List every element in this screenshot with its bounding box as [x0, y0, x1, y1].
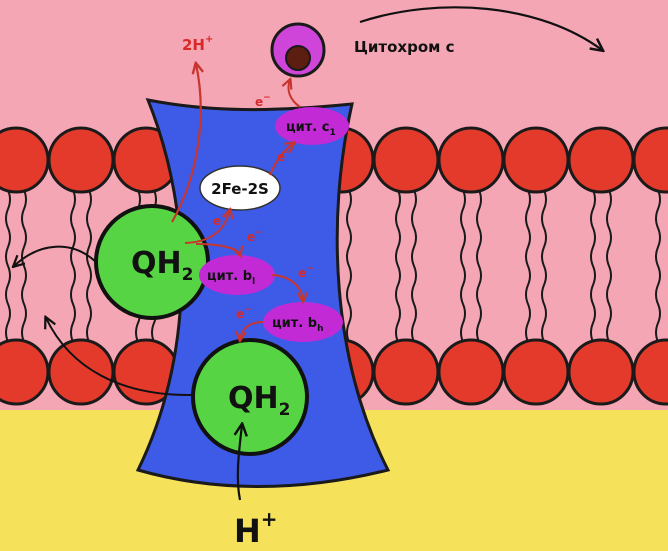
lipid-tail: [525, 189, 531, 343]
cytochrome-c: [270, 22, 326, 78]
electron-arrows: [184, 80, 303, 340]
lipid-head: [632, 126, 668, 194]
lipid-tail: [541, 189, 547, 343]
lipid-tail: [460, 189, 466, 343]
proton-release-arrow: [171, 64, 201, 223]
lipid-head: [47, 338, 115, 406]
proton-in-label: H+: [234, 507, 278, 550]
electron-arrow-c1-to-cytc: [288, 80, 301, 108]
svg-text:2Fe-2S: 2Fe-2S: [211, 180, 269, 198]
electron-arrow-qh2-to-fes: [184, 210, 230, 244]
lipid-tail: [476, 189, 482, 343]
lipid-head: [632, 338, 668, 406]
lipid-head: [0, 126, 50, 194]
svg-text:e−: e−: [255, 93, 271, 109]
qh2-lower: QH2: [191, 338, 309, 456]
electron-arrow-fes-to-c1: [269, 143, 294, 176]
svg-text:e−: e−: [236, 305, 252, 321]
lipid-head: [502, 338, 570, 406]
lipid-head: [567, 338, 635, 406]
lipid-head: [0, 338, 50, 406]
lipid-head: [372, 338, 440, 406]
lipid-head: [372, 126, 440, 194]
lipid-head: [437, 338, 505, 406]
lipid-head: [47, 126, 115, 194]
cytochrome-c1: цит. с1: [275, 107, 349, 145]
svg-text:e−: e−: [277, 148, 293, 164]
svg-text:QH2: QH2: [228, 381, 290, 420]
svg-text:QH2: QH2: [131, 246, 193, 285]
lipid-tail: [655, 189, 661, 343]
svg-text:e−: e−: [247, 228, 263, 244]
electron-arrow-qh2-to-bl: [195, 243, 240, 255]
electron-labels: e− e− e− e− e− e−: [213, 93, 314, 321]
lipid-tail: [395, 189, 401, 343]
cytochrome-bl: цит. bl: [199, 255, 275, 295]
cytochrome-c-label: Цитохром с: [354, 38, 455, 56]
electron-arrow-bh-to-qlower: [240, 321, 264, 340]
svg-text:e−: e−: [213, 212, 229, 228]
lipid-head: [502, 126, 570, 194]
lipid-head: [567, 126, 635, 194]
proton-uptake-arrow: [238, 425, 242, 501]
cytochrome-c-exit-arrow: [359, 6, 602, 50]
qh2-upper: QH2: [94, 204, 210, 320]
electron-arrow-bl-to-bh: [271, 274, 303, 301]
lipid-tail: [5, 189, 11, 343]
lipid-tail: [70, 189, 76, 343]
quinone-exit-arrow-upper: [14, 245, 97, 266]
svg-text:цит. с1: цит. с1: [286, 120, 336, 138]
cytochrome-bh: цит. bh: [263, 302, 343, 342]
lipid-tail: [86, 189, 92, 343]
quinone-exit-arrow-lower: [46, 318, 194, 397]
svg-text:цит. bl: цит. bl: [207, 269, 255, 287]
svg-text:e−: e−: [298, 264, 314, 280]
proton-out-label: 2H+: [182, 34, 213, 54]
iron-sulfur-cluster: 2Fe-2S: [199, 165, 281, 211]
lipid-tail: [606, 189, 612, 343]
lipid-tail: [411, 189, 417, 343]
lipid-tail: [346, 189, 352, 343]
svg-text:цит. bh: цит. bh: [272, 316, 323, 334]
lipid-tail: [590, 189, 596, 343]
lipid-head: [437, 126, 505, 194]
